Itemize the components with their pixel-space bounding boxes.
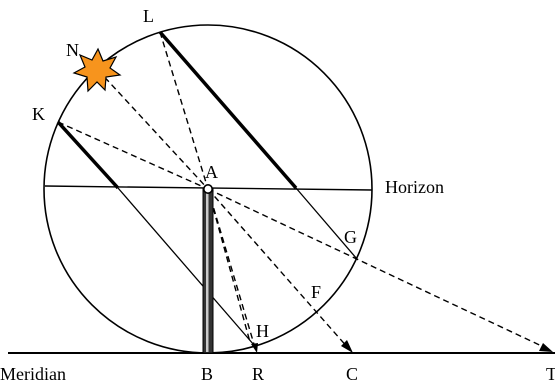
arrowhead-C — [341, 340, 353, 353]
arrowhead-R — [251, 343, 258, 353]
label-K: K — [32, 104, 45, 124]
dashed-ray-A-T — [207, 188, 549, 350]
thin-line-L-G — [295, 187, 358, 260]
label-A: A — [205, 162, 218, 182]
dashed-ray-A-R — [207, 188, 257, 352]
dashed-ray-A-C — [207, 188, 350, 350]
arrowhead-T — [539, 343, 553, 352]
label-B: B — [201, 364, 213, 384]
label-R: R — [252, 364, 264, 384]
gnomon-tip-A — [203, 184, 214, 195]
label-F: F — [311, 282, 321, 302]
sun-star-icon — [72, 47, 122, 93]
label-G: G — [344, 227, 357, 247]
label-meridian: Meridian — [0, 364, 66, 384]
label-L: L — [143, 6, 154, 26]
label-horizon: Horizon — [385, 177, 444, 197]
gnomon-highlight — [206, 190, 209, 352]
label-C: C — [346, 364, 358, 384]
thick-segment-K — [56, 120, 120, 190]
label-T: T — [546, 364, 555, 384]
dashed-ray-L-A — [159, 31, 209, 190]
thin-line-K-H — [117, 187, 255, 346]
dashed-ray-A-H — [207, 188, 251, 343]
dashed-ray-N-A — [97, 69, 209, 190]
label-H: H — [256, 321, 269, 341]
dashed-ray-K-A — [57, 121, 209, 190]
label-N: N — [66, 40, 79, 60]
thick-segment-L — [158, 30, 298, 190]
